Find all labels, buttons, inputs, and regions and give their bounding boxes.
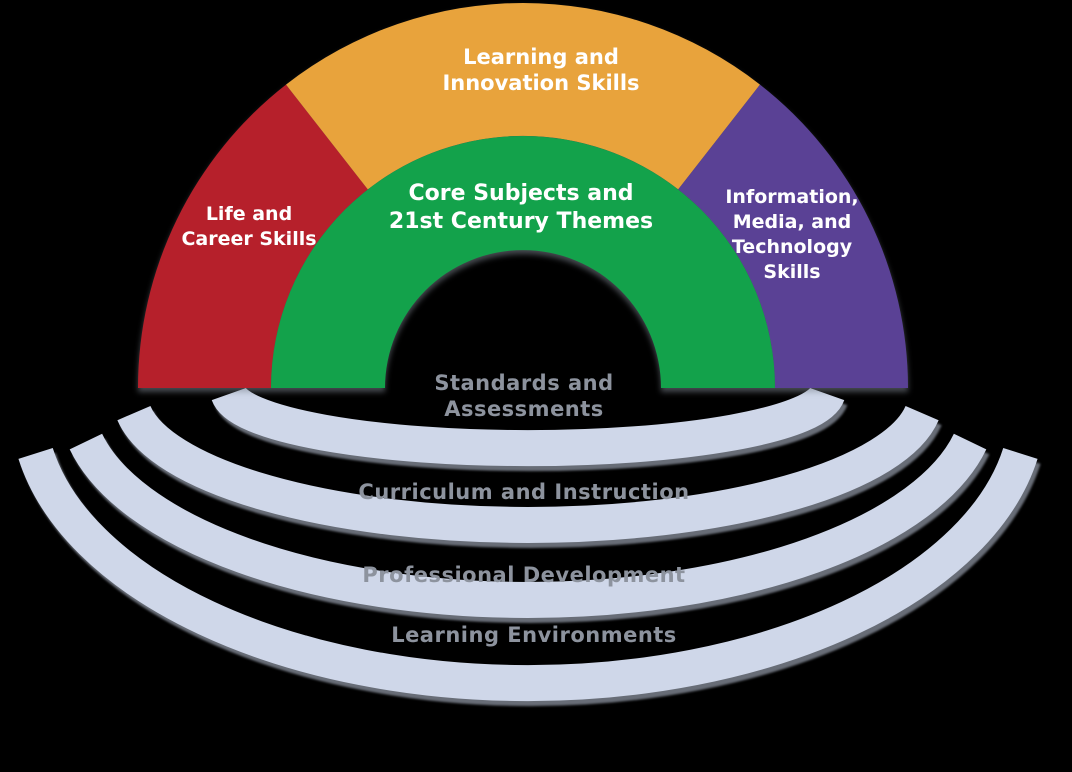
foundation-rings <box>18 386 1038 702</box>
label-line: Media, and <box>732 211 852 233</box>
ring-learning-environments <box>18 447 1038 702</box>
label-line: Innovation Skills <box>442 71 640 95</box>
label-line: Career Skills <box>181 228 317 250</box>
arch-segment-learning-innovation <box>286 3 760 190</box>
label-learning-environments: Learning Environments <box>391 622 677 648</box>
label-curriculum-instruction: Curriculum and Instruction <box>358 479 689 505</box>
label-line: Professional Development <box>362 563 686 587</box>
arch-segment-information-media <box>678 84 908 388</box>
arch-segment-life-career <box>138 84 368 388</box>
ring-standards-assessments <box>211 386 845 467</box>
label-life-career-skills: Life and Career Skills <box>181 202 316 252</box>
label-line: Assessments <box>444 397 604 421</box>
label-line: 21st Century Themes <box>388 209 654 234</box>
arch-segment-core-subjects <box>271 136 775 388</box>
rainbow-arch <box>138 3 908 388</box>
label-line: Curriculum and Instruction <box>358 480 690 504</box>
label-line: Standards and <box>434 371 614 395</box>
label-professional-development: Professional Development <box>362 562 685 588</box>
label-line: Life and <box>205 203 293 225</box>
ring-curriculum-instruction <box>117 405 939 543</box>
label-line: Skills <box>763 261 821 283</box>
label-line: Core Subjects and <box>408 181 634 206</box>
label-line: Technology <box>731 236 853 258</box>
label-information-media-technology-skills: Information, Media, and Technology Skill… <box>725 185 858 285</box>
label-line: Information, <box>725 186 859 208</box>
label-core-subjects: Core Subjects and 21st Century Themes <box>389 180 653 236</box>
label-line: Learning Environments <box>391 623 677 647</box>
label-learning-innovation-skills: Learning and Innovation Skills <box>442 44 639 96</box>
label-line: Learning and <box>463 45 619 69</box>
ring-professional-development <box>69 433 987 618</box>
label-standards-assessments: Standards and Assessments <box>434 370 613 422</box>
